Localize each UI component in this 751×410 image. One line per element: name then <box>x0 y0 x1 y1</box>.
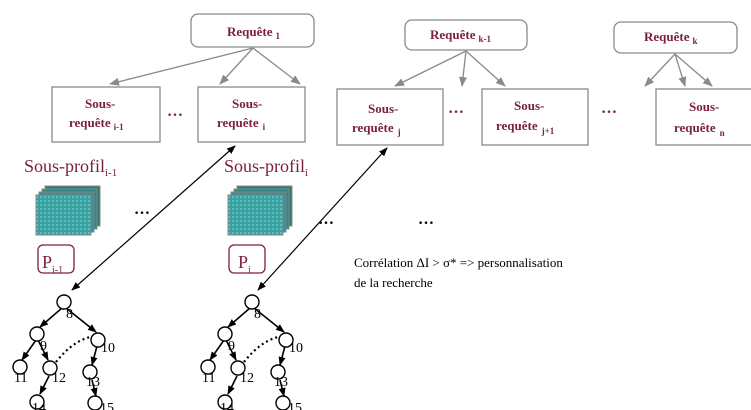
correlation-arrows <box>71 145 388 291</box>
svg-text:8: 8 <box>254 307 261 322</box>
svg-text:de la recherche: de la recherche <box>354 275 433 290</box>
tree-right-node-9 <box>217 326 233 342</box>
svg-text:13: 13 <box>86 375 100 390</box>
tree-right: 8 9 10 11 12 13 14 15 <box>200 294 303 410</box>
svg-text:Sous-: Sous- <box>689 99 719 114</box>
tree-left-node-9 <box>29 326 45 342</box>
svg-text:Sous-: Sous- <box>232 96 262 111</box>
svg-text:…: … <box>318 211 334 228</box>
svg-text:15: 15 <box>288 401 302 410</box>
svg-text:…: … <box>418 211 434 228</box>
svg-text:8: 8 <box>66 307 73 322</box>
svg-text:10: 10 <box>289 341 303 356</box>
svg-text:9: 9 <box>40 339 47 354</box>
svg-text:…: … <box>601 100 617 117</box>
svg-text:Sous-profili-1: Sous-profili-1 <box>24 156 117 179</box>
tree-left-node-11 <box>12 359 28 375</box>
sous-profil-i: Sous-profili Pi <box>224 156 308 276</box>
svg-text:Sous-: Sous- <box>368 101 398 116</box>
tree-right-node-13 <box>270 364 286 380</box>
tree-left: 8 9 10 11 12 13 14 15 <box>12 294 115 410</box>
svg-text:9: 9 <box>228 339 235 354</box>
tree-right-node-11 <box>200 359 216 375</box>
svg-text:Sous-: Sous- <box>514 98 544 113</box>
svg-text:12: 12 <box>240 371 254 386</box>
sous-profil-i-1: Sous-profili-1 Pi-1 <box>24 156 117 276</box>
tree-left-node-15 <box>87 395 103 410</box>
tree-right-node-8 <box>244 294 260 310</box>
box-ellipses: … … … <box>167 100 617 120</box>
tree-left-node-10 <box>90 332 106 348</box>
svg-text:10: 10 <box>101 341 115 356</box>
fanout-arrows <box>109 47 713 87</box>
svg-text:15: 15 <box>100 401 114 410</box>
tree-right-node-14 <box>217 394 233 410</box>
svg-text:11: 11 <box>202 371 215 386</box>
svg-text:Corrélation ΔI > σ* => personn: Corrélation ΔI > σ* => personnalisation <box>354 255 563 270</box>
svg-text:14: 14 <box>220 401 234 410</box>
tree-left-node-13 <box>82 364 98 380</box>
tree-left-node-8 <box>56 294 72 310</box>
svg-text:…: … <box>134 201 150 218</box>
tree-left-node-14 <box>29 394 45 410</box>
tree-right-node-12 <box>230 360 246 376</box>
svg-text:…: … <box>167 103 183 120</box>
profile-stack-i <box>227 185 293 236</box>
tree-right-node-15 <box>275 395 291 410</box>
tree-right-node-10 <box>278 332 294 348</box>
correlation-note: Corrélation ΔI > σ* => personnalisation … <box>354 255 563 290</box>
svg-text:Sous-profili: Sous-profili <box>224 156 308 179</box>
svg-text:13: 13 <box>274 375 288 390</box>
tree-left-node-12 <box>42 360 58 376</box>
svg-text:Pi: Pi <box>238 252 251 276</box>
svg-text:11: 11 <box>14 371 27 386</box>
svg-text:12: 12 <box>52 371 66 386</box>
svg-text:Pi-1: Pi-1 <box>42 252 63 276</box>
profile-stack-i-1 <box>35 185 101 236</box>
svg-text:Sous-: Sous- <box>85 96 115 111</box>
svg-text:14: 14 <box>32 401 46 410</box>
svg-text:…: … <box>448 100 464 117</box>
